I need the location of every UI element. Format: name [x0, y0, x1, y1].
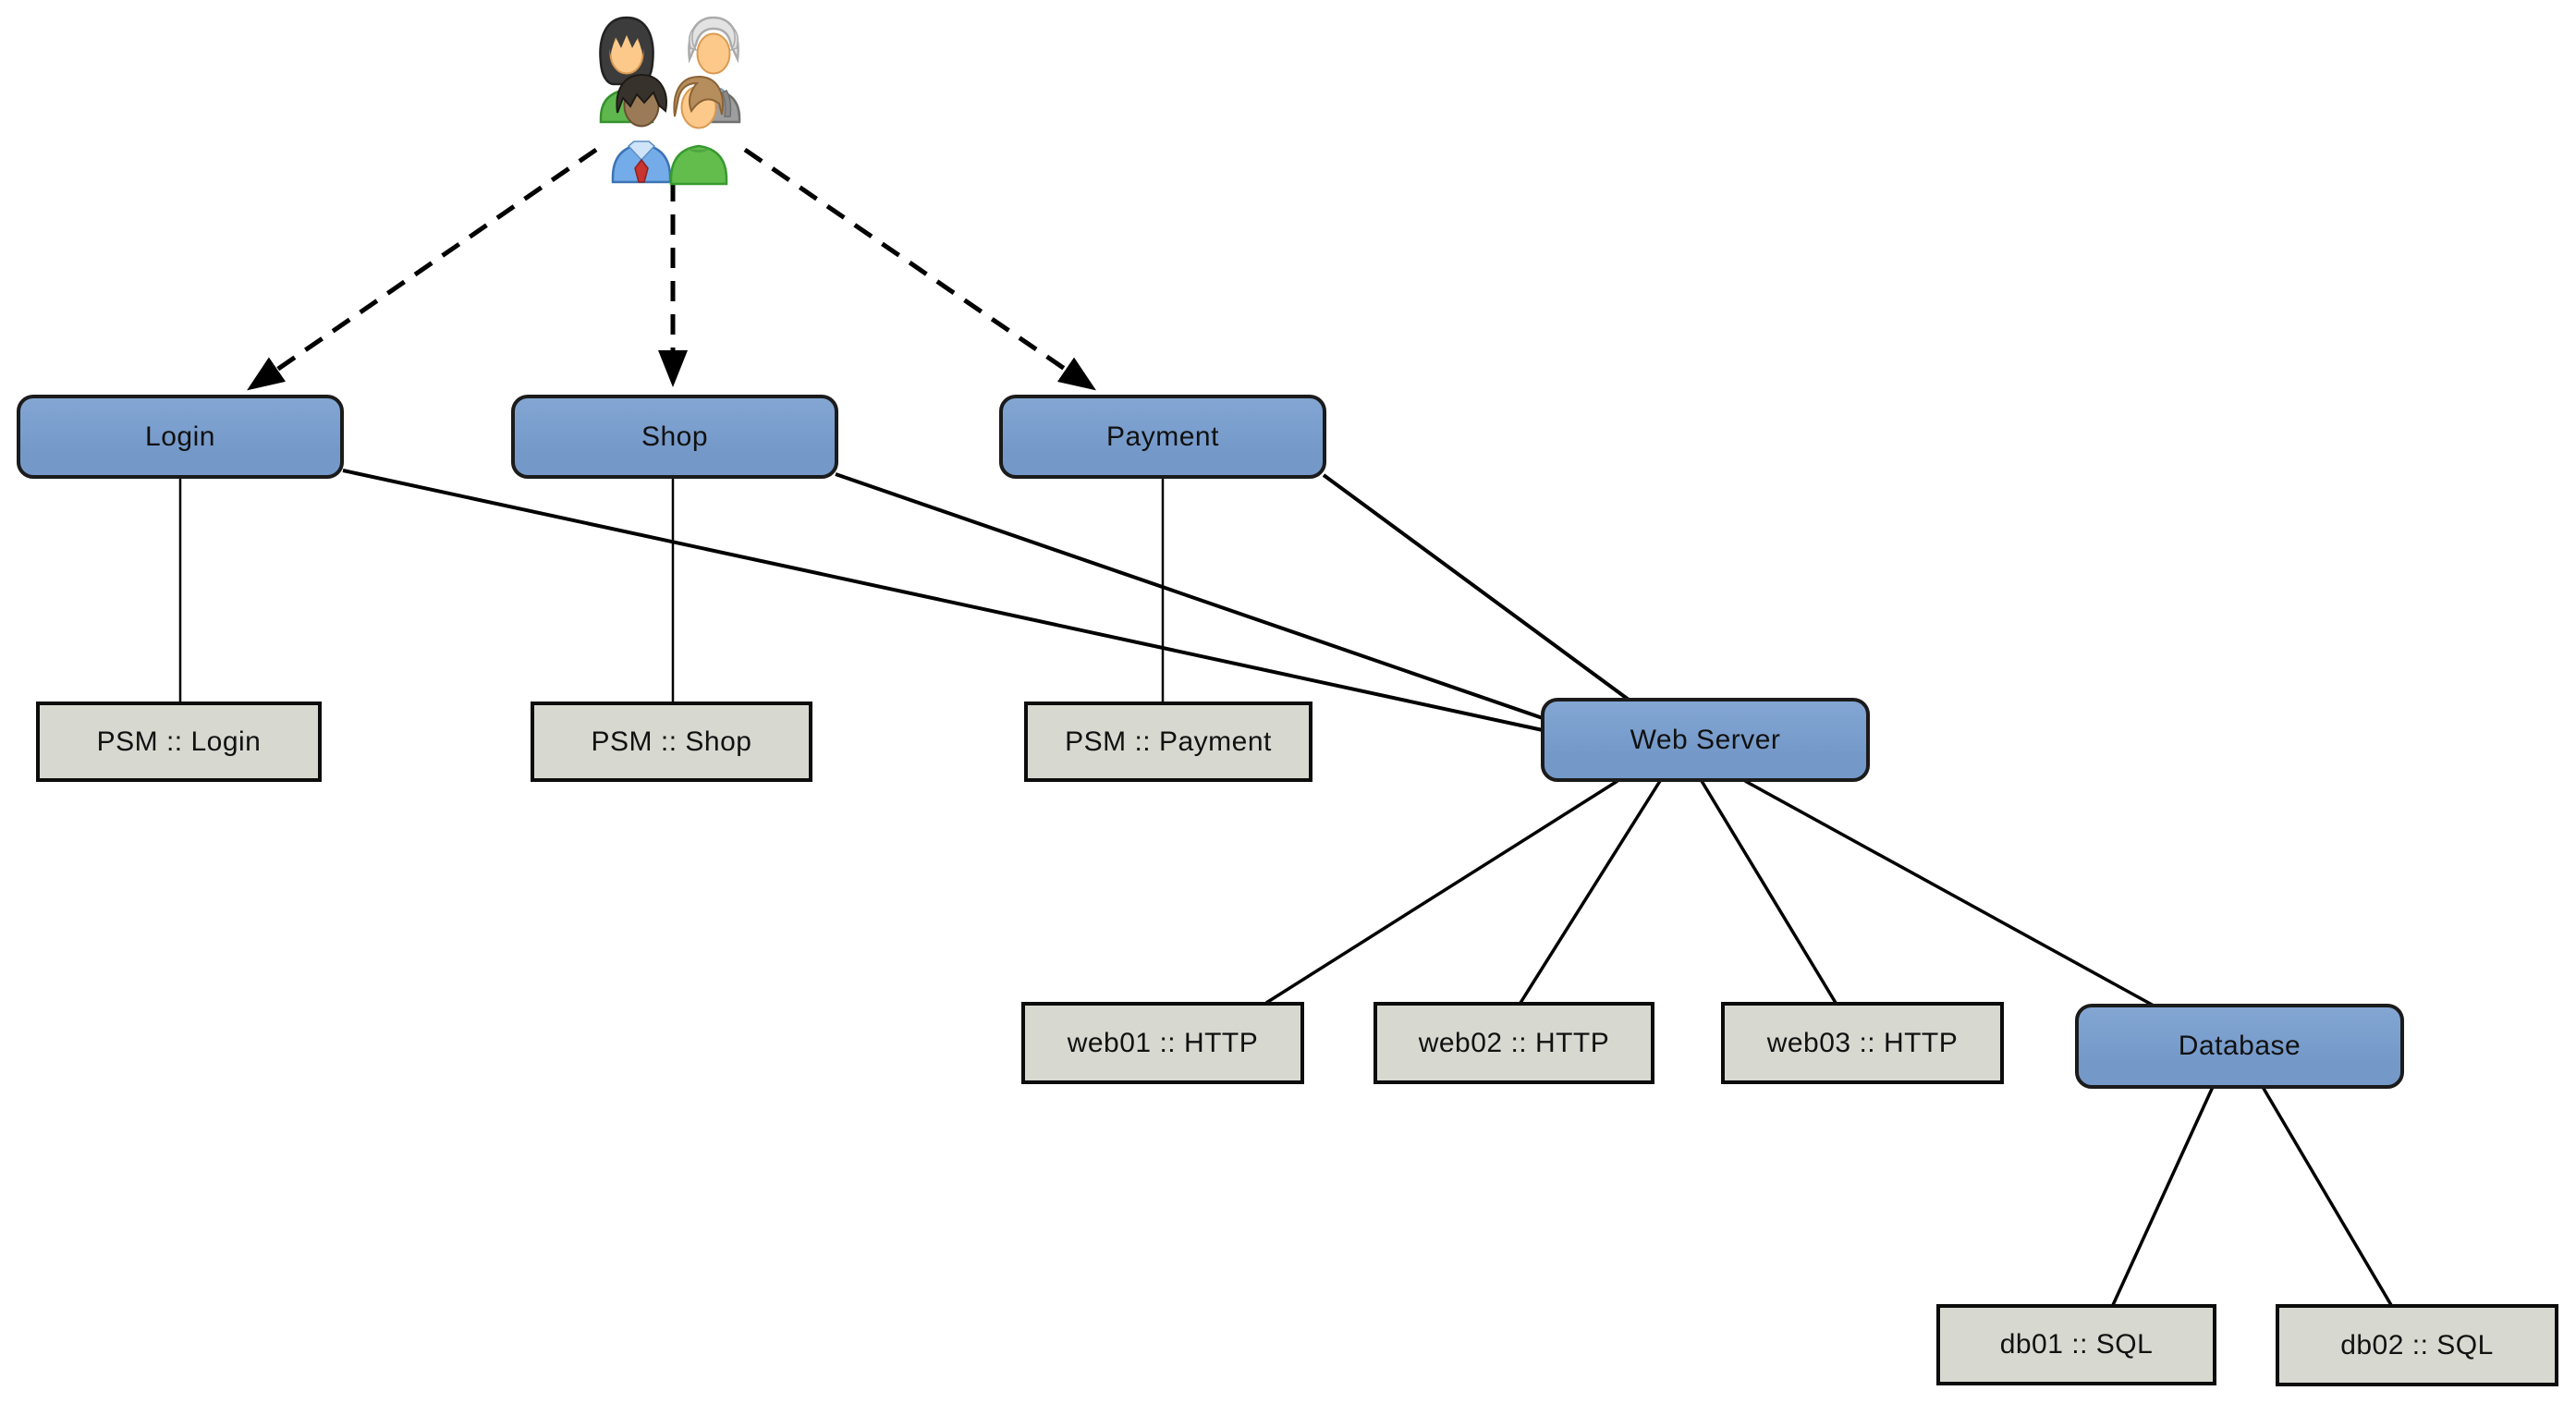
node-payment: Payment	[999, 395, 1326, 479]
edge-webserver-web02	[1519, 780, 1662, 1004]
node-shop-label: Shop	[641, 421, 709, 452]
user-man-blue-icon	[611, 73, 672, 184]
node-psm-payment-label: PSM :: Payment	[1065, 726, 1272, 757]
node-shop: Shop	[511, 395, 838, 479]
node-web03-label: web03 :: HTTP	[1766, 1027, 1959, 1058]
node-web-server-label: Web Server	[1630, 724, 1781, 755]
node-psm-login: PSM :: Login	[36, 702, 322, 782]
node-login: Login	[17, 395, 344, 479]
node-db02-label: db02 :: SQL	[2340, 1329, 2494, 1360]
node-web02-label: web02 :: HTTP	[1418, 1027, 1610, 1058]
user-person-green-icon	[669, 75, 728, 186]
node-web01: web01 :: HTTP	[1021, 1002, 1304, 1084]
node-psm-login-label: PSM :: Login	[96, 726, 262, 757]
edge-payment-webserver	[1322, 473, 1630, 702]
edge-webserver-web01	[1265, 779, 1618, 1005]
node-db02: db02 :: SQL	[2276, 1304, 2558, 1386]
node-db01: db01 :: SQL	[1936, 1304, 2216, 1385]
edge-shop-webserver	[835, 472, 1544, 720]
node-psm-shop-label: PSM :: Shop	[591, 726, 752, 757]
node-psm-payment: PSM :: Payment	[1024, 702, 1312, 782]
node-database: Database	[2075, 1004, 2404, 1089]
edge-users-login	[247, 147, 598, 391]
edge-users-payment	[743, 147, 1096, 391]
node-payment-label: Payment	[1106, 421, 1219, 452]
users-group-icon	[599, 16, 741, 186]
node-web-server: Web Server	[1541, 698, 1870, 782]
node-web02: web02 :: HTTP	[1373, 1002, 1654, 1084]
edge-webserver-web03	[1700, 780, 1837, 1004]
node-web01-label: web01 :: HTTP	[1067, 1027, 1259, 1058]
edge-login-webserver	[342, 469, 1544, 732]
node-psm-shop: PSM :: Shop	[531, 702, 812, 782]
node-web03: web03 :: HTTP	[1721, 1002, 2004, 1084]
edge-database-db01	[2111, 1086, 2215, 1306]
node-login-label: Login	[145, 421, 215, 452]
node-database-label: Database	[2178, 1031, 2301, 1061]
node-db01-label: db01 :: SQL	[1999, 1329, 2154, 1360]
edge-webserver-database	[1744, 779, 2155, 1007]
edge-database-db02	[2261, 1086, 2393, 1306]
